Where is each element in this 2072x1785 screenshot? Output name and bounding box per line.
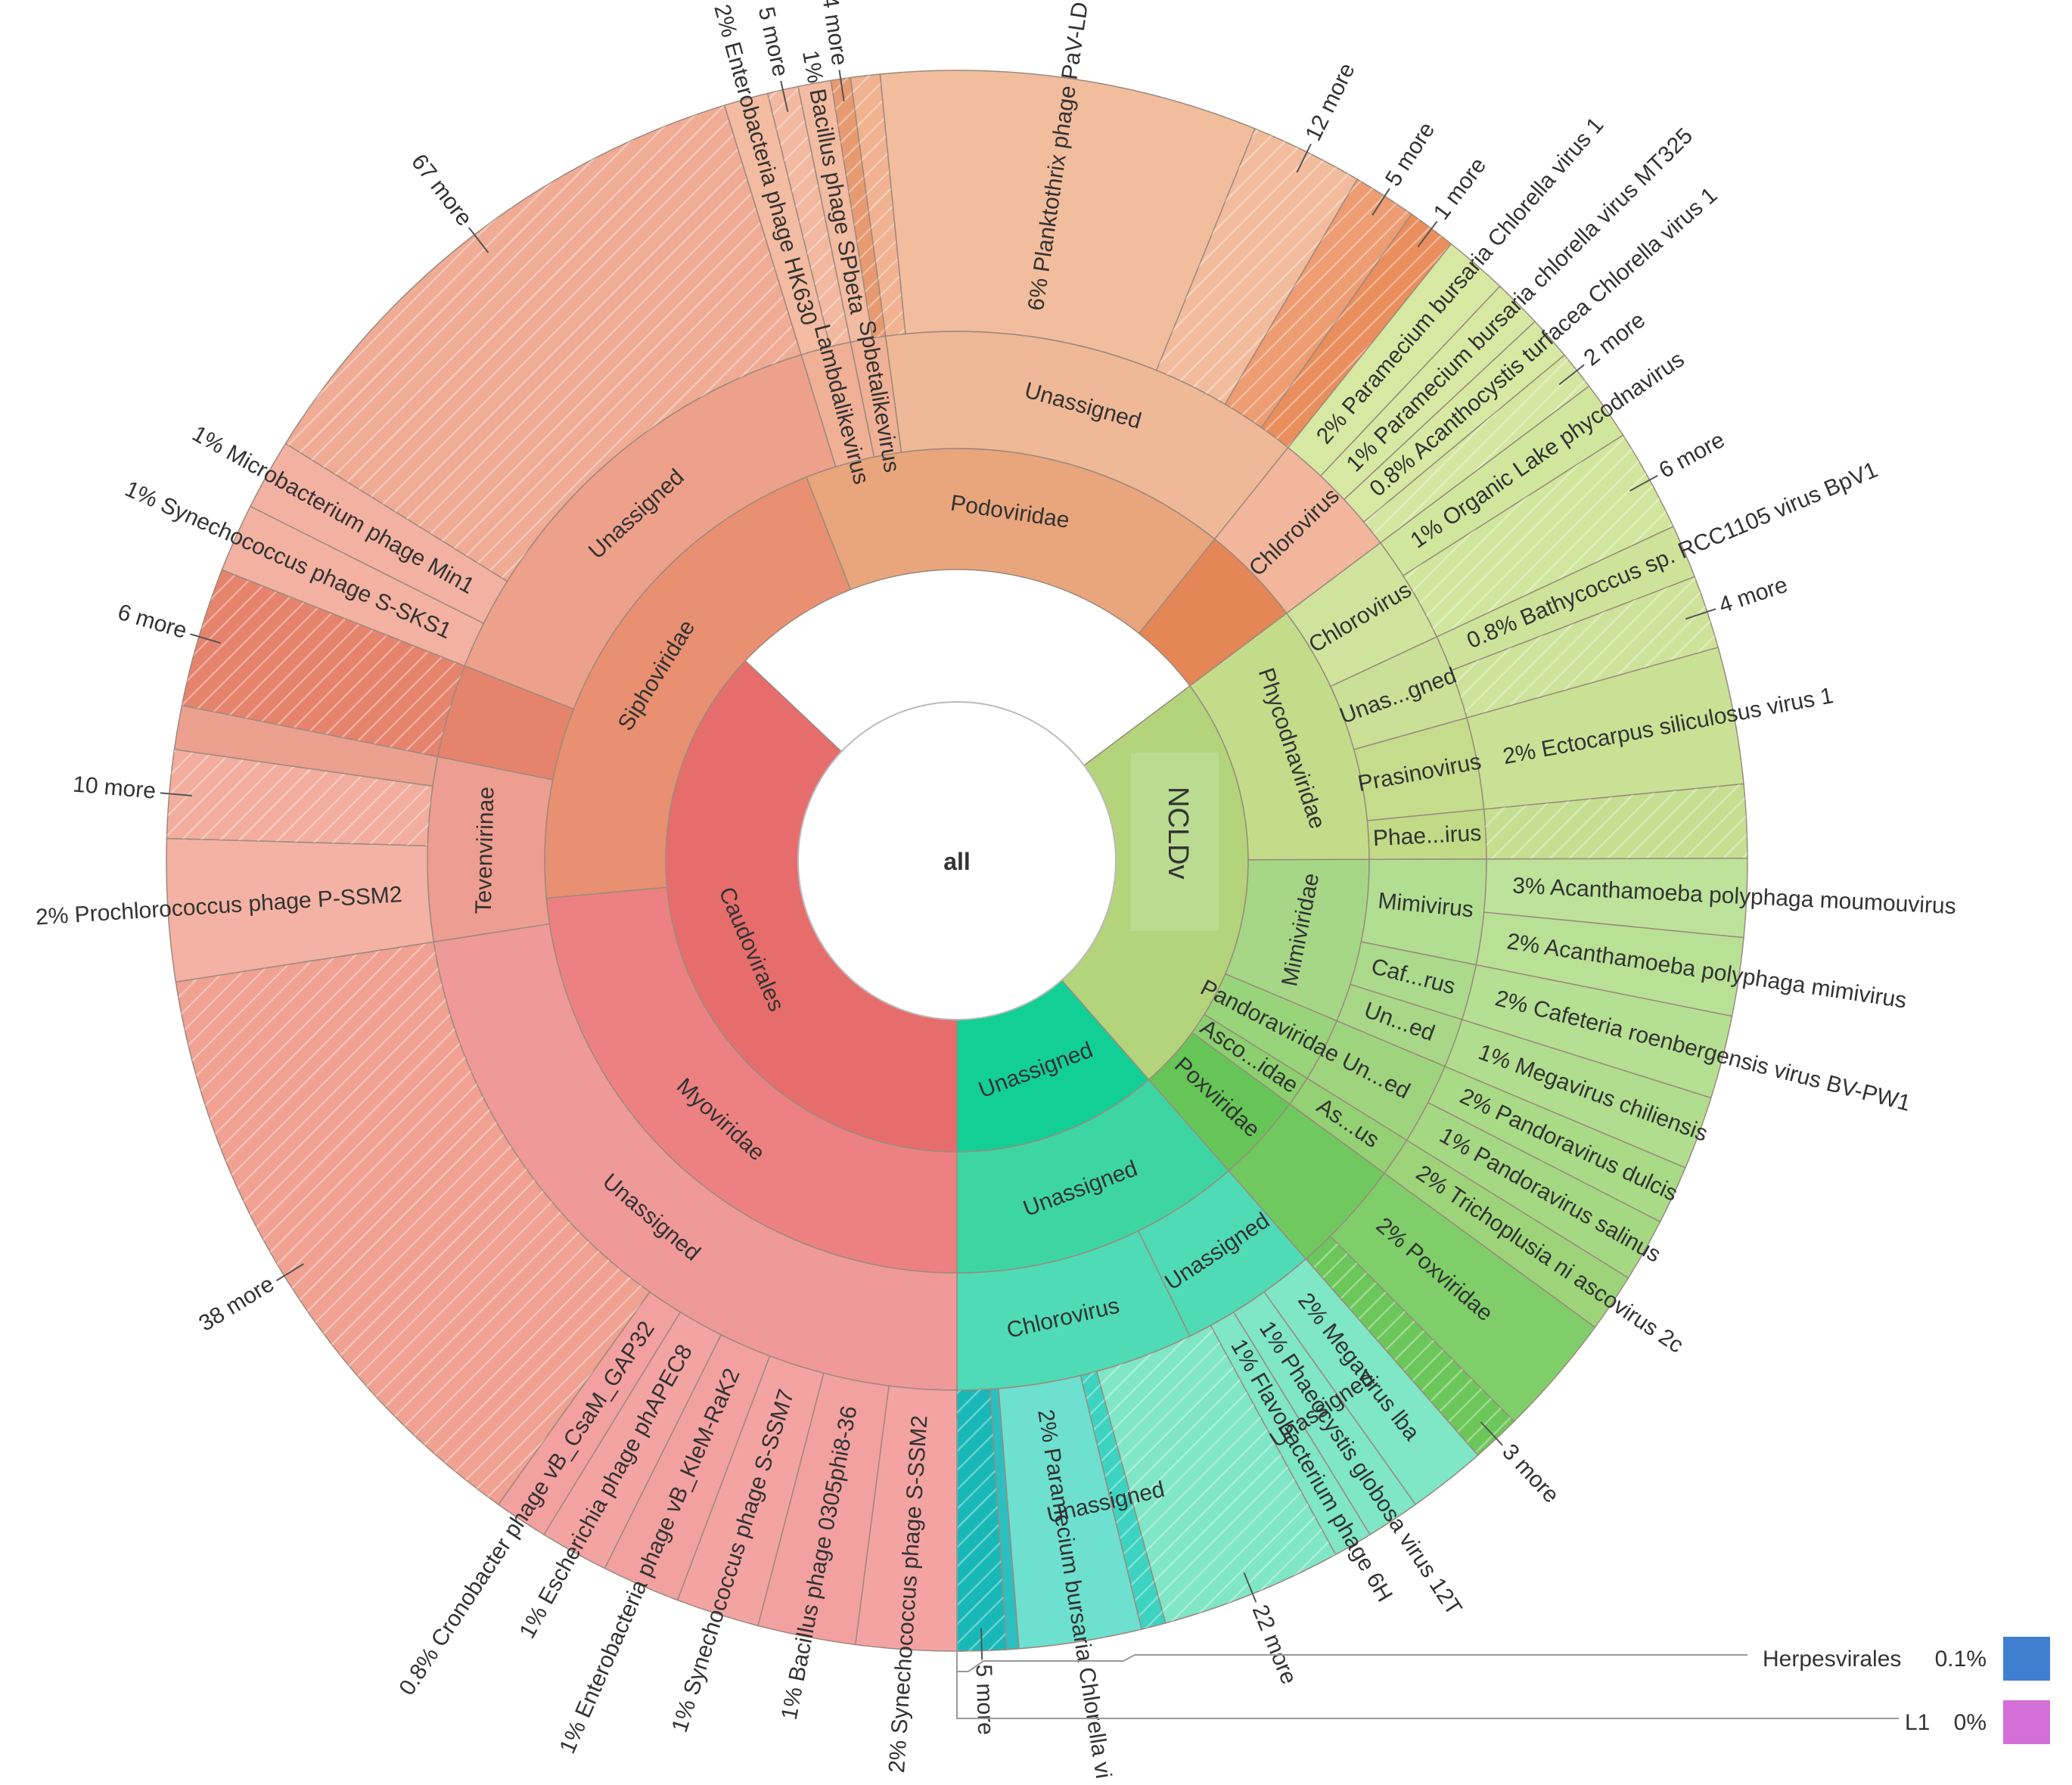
center-label: all	[943, 848, 971, 875]
ncldv-label-box	[1131, 753, 1219, 931]
leaf-tick-4-more	[838, 70, 845, 102]
leaf-label-5-more: 5 more	[971, 1664, 998, 1735]
leaf-wedge-1-more-hatch	[1261, 214, 1452, 448]
leaf-label-67-more: 67 more	[406, 150, 477, 231]
leaf-wedge-5-more-hatch	[1225, 178, 1412, 428]
leaf-wedge-5-more-hatch	[957, 1389, 1007, 1651]
leaf-tick-67-more	[468, 227, 489, 253]
leaf-wedge-12-more-hatch	[1156, 129, 1358, 405]
legend-swatch-herpesvirales	[2003, 1637, 2050, 1681]
leaf-label-1-more: 1 more	[1429, 153, 1491, 224]
leaf-label-5-more: 5 more	[753, 5, 794, 79]
leaf-wedge-unnamed-hatch	[1080, 1371, 1166, 1630]
leaf-label-6-more: 6 more	[115, 600, 190, 644]
leaf-wedge-67-more-hatch	[285, 105, 802, 582]
leaf-label-10-more: 10 more	[72, 771, 157, 803]
leaf-tick-5-more	[1371, 188, 1390, 216]
leaf-wedge-5-more-hatch	[767, 86, 851, 347]
leaf-wedge-2-more-hatch	[1363, 355, 1589, 543]
node-label-tevenvirinae: Tevenvirinae	[471, 787, 499, 914]
leaf-label-6-more: 6 more	[1655, 427, 1729, 483]
center-group: all	[797, 701, 1117, 1020]
leaf-tick-10-more	[160, 792, 192, 796]
leaf-wedge-38-more-hatch	[176, 942, 650, 1505]
leaf-tick-38-more	[275, 1263, 304, 1281]
node-label-phae-irus: Phae...irus	[1372, 821, 1482, 851]
leaf-label-12-more: 12 more	[1300, 59, 1359, 144]
leaf-wedge-6-more-hatch	[1403, 435, 1673, 637]
legend-connector-l1	[956, 1672, 1899, 1719]
ncldv-label-group: NCLDv	[1131, 753, 1219, 931]
leaf-label-3-more: 3 more	[1497, 1439, 1564, 1508]
leaf-tick-6-more	[1629, 474, 1658, 492]
leaf-label-4-more: 4 more	[1716, 573, 1791, 619]
leaf-tick-22-more	[1243, 1572, 1257, 1603]
legend-value-herpesvirales: 0.1%	[1935, 1647, 1987, 1672]
leaf-tick-2-more	[1558, 364, 1585, 386]
leaf-tick-1-more	[1417, 221, 1438, 247]
leaf-tick-3-more	[1480, 1421, 1503, 1446]
leaf-wedge-6-more-hatch	[182, 570, 465, 757]
legend: Herpesvirales 0.1% L1 0%	[1763, 1637, 2050, 1744]
leaf-wedge-3-more-hatch	[1306, 1236, 1514, 1456]
ncldv-label: NCLDv	[1162, 787, 1194, 879]
leaf-label-22-more: 22 more	[1247, 1601, 1302, 1687]
wedge-layer	[166, 70, 1748, 1652]
leaf-wedge-4-more-hatch	[1451, 576, 1719, 719]
leaf-tick-12-more	[1296, 143, 1312, 173]
leaf-label-38-more: 38 more	[194, 1271, 278, 1336]
leaf-wedge-10-more-hatch	[166, 749, 433, 846]
leaf-wedge-22-more-hatch	[1096, 1325, 1336, 1623]
leaf-tick-4-more	[1685, 608, 1716, 620]
leaf-tick-5-more	[980, 1628, 983, 1660]
leaf-wedge-4-more-hatch	[831, 77, 886, 338]
leaf-tick-5-more	[780, 80, 789, 113]
legend-value-l1: 0%	[1954, 1710, 1987, 1735]
leaf-tick-6-more	[190, 633, 221, 644]
leaf-wedge-unnamed-hatch	[1483, 784, 1747, 859]
legend-connector-lines	[956, 1418, 1899, 1719]
legend-label-herpesvirales: Herpesvirales	[1763, 1647, 1901, 1672]
center-hole	[797, 701, 1117, 1020]
leaf-label-5-more: 5 more	[1381, 118, 1440, 191]
leaf-wedge-unnamed-hatch	[850, 73, 906, 337]
legend-label-l1: L1	[1905, 1710, 1930, 1735]
legend-swatch-l1	[2003, 1700, 2050, 1744]
